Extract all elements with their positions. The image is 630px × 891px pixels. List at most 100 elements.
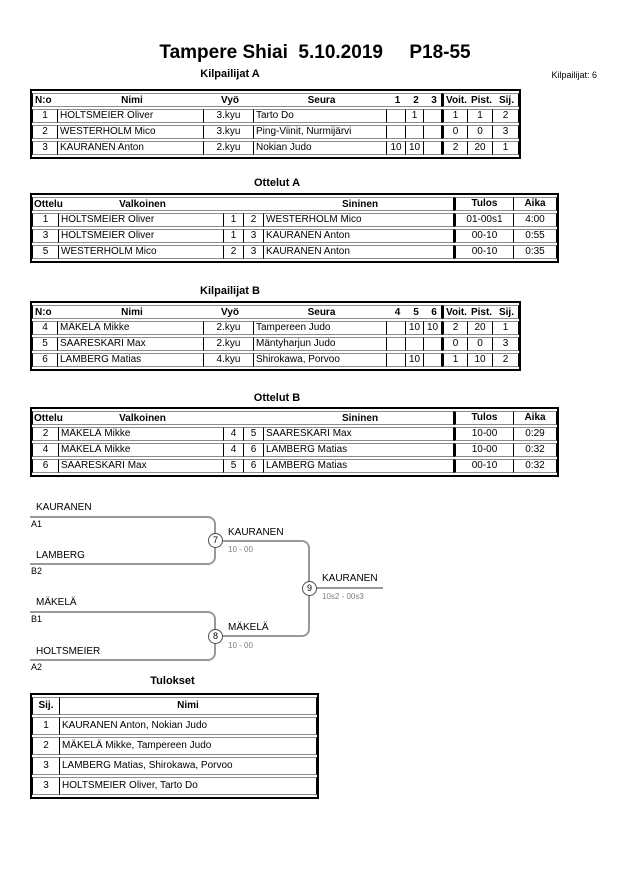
cell-match-no: 4	[32, 443, 59, 457]
cell-blue-name: LAMBERG Matias	[264, 459, 454, 473]
col-header-name: Nimi	[121, 307, 143, 318]
cell-wins: 0	[442, 125, 468, 139]
match-number-badge: 8	[208, 629, 223, 644]
col-header-match: Ottelu	[34, 413, 63, 424]
table-row: 1 HOLTSMEIER Oliver 3.kyu Tarto Do 1 1 1…	[32, 109, 519, 123]
table-row: 6 SAARESKARI Max 5 6 LAMBERG Matias 00-1…	[32, 459, 557, 473]
col-header-result: Tulos	[454, 197, 514, 211]
page-title: Tampere Shiai 5.10.2019 P18-55	[159, 42, 471, 63]
bracket-seed-label: B2	[31, 566, 43, 576]
pool-a-title: Kilpailijat A	[200, 68, 260, 80]
matches-a-title: Ottelut A	[253, 177, 301, 189]
cell-points: 20	[468, 141, 493, 155]
cell-no: 6	[32, 353, 58, 367]
col-header-belt: Vyö	[221, 95, 239, 106]
bracket-player-name: HOLTSMEIER	[36, 646, 101, 657]
table-row: 3 LAMBERG Matias, Shirokawa, Porvoo	[32, 757, 317, 775]
cell-no: 2	[32, 125, 58, 139]
cell-time: 0:32	[514, 443, 557, 457]
cell-result: 00-10	[454, 459, 514, 473]
cell-place: 3	[493, 125, 519, 139]
cell-points: 20	[468, 321, 493, 335]
table-row: 3 KAURANEN Anton 2.kyu Nokian Judo 10 10…	[32, 141, 519, 155]
bracket-champion-line	[317, 587, 383, 589]
cell-belt: 4.kyu	[204, 353, 254, 367]
col-header-club: Seura	[307, 307, 336, 318]
results-title: Tulokset	[150, 675, 195, 687]
cell-club: Ping-Viinit, Nurmijärvi	[254, 125, 387, 139]
table-row: 2 MÄKELÄ Mikke 4 5 SAARESKARI Max 10-00 …	[32, 427, 557, 441]
col-header-place: Sij.	[498, 307, 514, 318]
match-number-badge: 7	[208, 533, 223, 548]
col-header-blue: Sininen	[341, 199, 379, 210]
cell-m3	[424, 141, 442, 155]
cell-time: 0:35	[514, 245, 557, 259]
bracket-seed-label: B1	[31, 614, 43, 624]
cell-wins: 2	[442, 321, 468, 335]
results-table: Sij. Nimi 1 KAURANEN Anton, Nokian Judo …	[30, 693, 319, 799]
cell-match-no: 6	[32, 459, 59, 473]
cell-result: 10-00	[454, 427, 514, 441]
cell-white-no: 4	[224, 427, 244, 441]
col-header-club: Seura	[307, 95, 336, 106]
cell-name: WESTERHOLM Mico	[58, 125, 204, 139]
pool-b-header-left: N:o Nimi Vyö Seura 4 5 6	[32, 305, 442, 319]
cell-points: 0	[468, 337, 493, 351]
bracket-player-name: KAURANEN	[36, 502, 92, 513]
cell-name: LAMBERG Matias, Shirokawa, Porvoo	[60, 757, 317, 775]
cell-place: 2	[32, 737, 60, 755]
col-header-no: N:o	[35, 307, 52, 318]
cell-m3	[424, 353, 442, 367]
cell-white-name: SAARESKARI Max	[59, 459, 224, 473]
bracket-match-score: 10 - 00	[228, 545, 253, 554]
cell-m3	[424, 109, 442, 123]
cell-match-no: 3	[32, 229, 59, 243]
pool-a-header-left: N:o Nimi Vyö Seura 1 2 3	[32, 93, 442, 107]
matches-a-header-left: Ottelu Valkoinen Sininen	[32, 197, 454, 211]
table-row: 1 KAURANEN Anton, Nokian Judo	[32, 717, 317, 735]
cell-place: 3	[493, 337, 519, 351]
table-header-row: Sij. Nimi	[32, 697, 317, 715]
cell-points: 1	[468, 109, 493, 123]
cell-name: KAURANEN Anton, Nokian Judo	[60, 717, 317, 735]
col-header-name: Nimi	[60, 697, 317, 715]
cell-white-name: MÄKELÄ Mikke	[59, 443, 224, 457]
cell-blue-no: 2	[244, 213, 264, 227]
cell-white-no: 5	[224, 459, 244, 473]
cell-time: 4:00	[514, 213, 557, 227]
cell-match-no: 1	[32, 213, 59, 227]
cell-wins: 1	[442, 109, 468, 123]
col-header-place: Sij.	[32, 697, 60, 715]
cell-wins: 0	[442, 337, 468, 351]
col-header-wins: Voit.	[446, 307, 467, 318]
col-header-m1: 1	[394, 95, 401, 106]
cell-result: 00-10	[454, 245, 514, 259]
cell-name: MÄKELÄ Mikke	[58, 321, 204, 335]
cell-m1: 10	[387, 141, 406, 155]
cell-m1	[387, 337, 406, 351]
pool-a-table: N:o Nimi Vyö Seura 1 2 3 Voit. Pist. Sij…	[30, 89, 521, 159]
cell-belt: 3.kyu	[204, 125, 254, 139]
cell-name: MÄKELÄ Mikke, Tampereen Judo	[60, 737, 317, 755]
table-row: 5 WESTERHOLM Mico 2 3 KAURANEN Anton 00-…	[32, 245, 557, 259]
col-header-white: Valkoinen	[119, 199, 166, 210]
bracket-player-name: MÄKELÄ	[36, 597, 77, 608]
pool-b-title: Kilpailijat B	[200, 285, 260, 297]
cell-m1	[387, 125, 406, 139]
cell-m2	[406, 337, 424, 351]
cell-no: 1	[32, 109, 58, 123]
cell-no: 5	[32, 337, 58, 351]
cell-blue-name: LAMBERG Matias	[264, 443, 454, 457]
cell-points: 0	[468, 125, 493, 139]
cell-place: 3	[32, 777, 60, 795]
cell-blue-name: KAURANEN Anton	[264, 229, 454, 243]
cell-m2: 1	[406, 109, 424, 123]
cell-place: 1	[32, 717, 60, 735]
cell-wins: 1	[442, 353, 468, 367]
cell-m2: 10	[406, 353, 424, 367]
col-header-m2: 5	[413, 307, 419, 318]
pool-a-header-right: Voit. Pist. Sij.	[442, 93, 519, 107]
col-header-m1: 4	[394, 307, 401, 318]
cell-name: HOLTSMEIER Oliver	[58, 109, 204, 123]
cell-belt: 2.kyu	[204, 321, 254, 335]
